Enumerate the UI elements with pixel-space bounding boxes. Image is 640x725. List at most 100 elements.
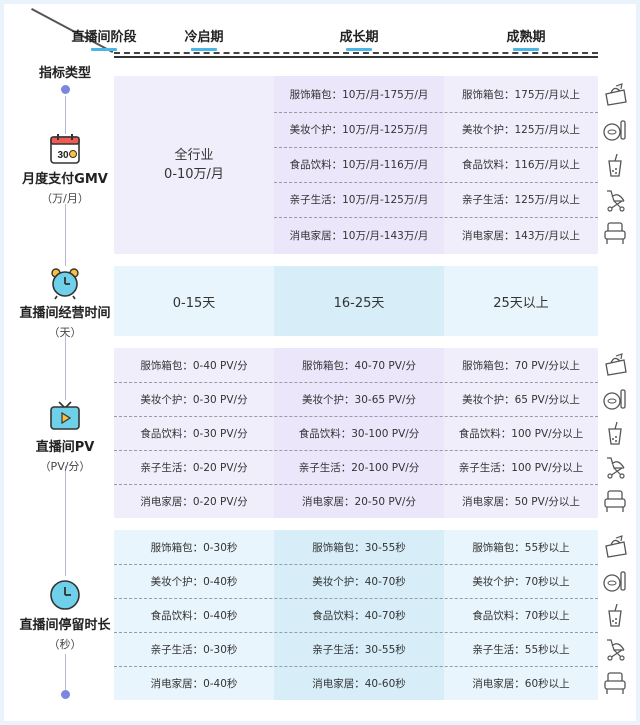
pv-growth-cell: 亲子生活：20-100 PV/分 xyxy=(298,461,420,474)
timeline-line xyxy=(65,204,66,266)
stay-mature-cell: 服饰箱包：55秒以上 xyxy=(472,541,570,554)
gmv-growth-cell: 消电家居：10万/月-143万/月 xyxy=(289,230,429,242)
time-mature-bg xyxy=(444,266,598,336)
handbag-icon xyxy=(605,83,627,106)
gmv-mature-bg xyxy=(444,76,598,254)
stay-mature-cell: 亲子生活：55秒以上 xyxy=(472,643,570,656)
stay-growth-cell: 服饰箱包：30-55秒 xyxy=(312,541,406,554)
gmv-mature-cell: 美妆个护：125万/月以上 xyxy=(461,124,581,136)
alarm-clock-icon xyxy=(51,268,79,300)
stay-mature-cell: 消电家居：60秒以上 xyxy=(472,677,570,690)
pv-cold-cell: 消电家居：0-20 PV/分 xyxy=(140,495,248,508)
stay-cold-cell: 亲子生活：0-30秒 xyxy=(150,643,238,656)
drink-cup-icon xyxy=(608,603,622,627)
timeline-line xyxy=(65,334,66,400)
gmv-cold-bg xyxy=(114,76,274,254)
row-divider xyxy=(274,112,598,113)
pv-growth-cell: 消电家居：20-50 PV/分 xyxy=(302,495,416,508)
stay-cold-cell: 服饰箱包：0-30秒 xyxy=(150,541,238,554)
gmv-growth-cell: 美妆个护：10万/月-125万/月 xyxy=(289,124,429,136)
time-mature-value: 25天以上 xyxy=(493,295,549,311)
pv-mature-cell: 消电家居：50 PV/分以上 xyxy=(462,495,580,508)
handbag-icon xyxy=(605,353,627,376)
pv-mature-cell: 食品饮料：100 PV/分以上 xyxy=(458,427,584,440)
row-divider xyxy=(114,416,598,417)
header-column-mature: 成熟期 xyxy=(476,26,576,51)
stay-growth-cell: 消电家居：40-60秒 xyxy=(312,677,406,690)
gmv-growth-cell: 服饰箱包：10万/月-175万/月 xyxy=(289,88,429,101)
gmv-growth-bg xyxy=(274,76,444,254)
timeline-dot-bottom xyxy=(61,690,70,699)
stroller-icon xyxy=(607,457,625,479)
header-column-cold: 冷启期 xyxy=(154,26,254,51)
stay-cold-cell: 食品饮料：0-40秒 xyxy=(150,609,238,622)
stroller-icon xyxy=(607,639,625,661)
gmv-mature-cell: 消电家居：143万/月以上 xyxy=(461,230,581,242)
header-type-label: 指标类型 xyxy=(38,66,91,81)
timeline-line xyxy=(65,654,66,690)
pv-cold-bg xyxy=(114,348,274,518)
time-cold-bg xyxy=(114,266,274,336)
stay-growth-bg xyxy=(274,530,444,700)
header-divider-dashed xyxy=(114,52,598,54)
pv-mature-bg xyxy=(444,348,598,518)
stay-growth-cell: 食品饮料：40-70秒 xyxy=(312,609,406,622)
gmv-mature-cell: 食品饮料：116万/月以上 xyxy=(461,159,581,171)
cosmetics-icon xyxy=(603,389,626,410)
indicator-table: 直播间阶段 指标类型 冷启期 成长期 成熟期 30 月度支付GMV （万/月） xyxy=(4,4,636,721)
time-growth-value: 16-25天 xyxy=(333,295,385,311)
gmv-growth-cell: 亲子生活：10万/月-125万/月 xyxy=(289,194,429,206)
time-cold-value: 0-15天 xyxy=(172,295,216,311)
header-divider-solid xyxy=(114,56,598,58)
clock-icon xyxy=(50,580,80,610)
stay-cold-cell: 美妆个护：0-40秒 xyxy=(150,575,238,588)
armchair-icon xyxy=(604,222,626,244)
timeline-dot-top xyxy=(61,85,70,94)
armchair-icon xyxy=(604,672,626,694)
pv-cold-cell: 服饰箱包：0-40 PV/分 xyxy=(140,359,248,372)
pv-mature-cell: 服饰箱包：70 PV/分以上 xyxy=(462,359,580,372)
gmv-mature-cell: 服饰箱包：175万/月以上 xyxy=(461,88,581,101)
cosmetics-icon xyxy=(603,120,626,141)
pv-mature-cell: 美妆个护：65 PV/分以上 xyxy=(462,393,580,406)
gmv-label: 月度支付GMV （万/月） xyxy=(22,172,108,205)
pv-growth-cell: 服饰箱包：40-70 PV/分 xyxy=(302,359,416,372)
row-divider xyxy=(114,564,598,565)
row-divider xyxy=(114,382,598,383)
row-divider xyxy=(114,666,598,667)
row-divider xyxy=(274,147,598,148)
pv-label: 直播间PV （PV/分） xyxy=(35,440,95,473)
pv-cold-cell: 美妆个护：0-30 PV/分 xyxy=(140,393,248,406)
stay-growth-cell: 亲子生活：30-55秒 xyxy=(312,643,406,656)
gmv-cold-value: 全行业 0-10万/月 xyxy=(164,147,224,183)
stay-mature-cell: 美妆个护：70秒以上 xyxy=(472,575,570,588)
handbag-icon xyxy=(605,535,627,558)
cosmetics-icon xyxy=(603,571,626,592)
row-divider xyxy=(114,450,598,451)
pv-mature-cell: 亲子生活：100 PV/分以上 xyxy=(458,461,584,474)
pv-growth-bg xyxy=(274,348,444,518)
timeline-line xyxy=(65,96,66,134)
drink-cup-icon xyxy=(608,421,622,445)
row-divider xyxy=(274,217,598,218)
video-screen-icon xyxy=(50,401,80,430)
row-divider xyxy=(274,182,598,183)
armchair-icon xyxy=(604,490,626,512)
time-growth-bg xyxy=(274,266,444,336)
stay-cold-cell: 消电家居：0-40秒 xyxy=(150,677,238,690)
stay-mature-cell: 食品饮料：70秒以上 xyxy=(472,609,570,622)
stay-growth-cell: 美妆个护：40-70秒 xyxy=(312,575,406,588)
stroller-icon xyxy=(607,190,625,212)
stay-label: 直播间停留时长 （秒） xyxy=(19,618,111,651)
row-divider xyxy=(114,484,598,485)
pv-cold-cell: 食品饮料：0-30 PV/分 xyxy=(140,427,248,440)
gmv-mature-cell: 亲子生活：125万/月以上 xyxy=(461,194,581,206)
gmv-growth-cell: 食品饮料：10万/月-116万/月 xyxy=(289,159,429,171)
timeline-line xyxy=(65,466,66,576)
pv-cold-cell: 亲子生活：0-20 PV/分 xyxy=(140,461,248,474)
pv-growth-cell: 食品饮料：30-100 PV/分 xyxy=(298,427,420,440)
row-divider xyxy=(114,632,598,633)
drink-cup-icon xyxy=(608,153,622,177)
header-stage-label: 直播间阶段 xyxy=(59,26,149,51)
svg-text:30: 30 xyxy=(57,150,69,161)
